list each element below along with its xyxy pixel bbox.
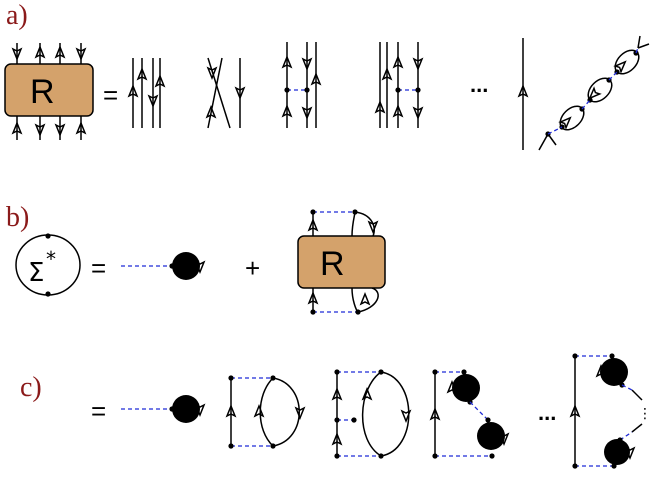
vertical-ellipsis: ⋮ — [638, 406, 652, 422]
term-a1-free-lines — [128, 58, 165, 128]
r-vertex-box: R — [4, 43, 94, 140]
term-c5-bubble-chain: ⋮ — [570, 353, 652, 469]
plus-sign: + — [245, 253, 260, 283]
term-c4-double-bubble — [430, 369, 509, 459]
sigma-symbol: Σ — [28, 258, 44, 288]
term-c1-hartree — [121, 395, 205, 423]
term-c3-ladder-bubble — [332, 369, 411, 459]
term-a5-bubble-chain — [518, 35, 650, 151]
term-a4-ladder-exchange — [375, 42, 423, 128]
r-box-label-b: R — [320, 245, 345, 283]
term-c2-exchange-bubble — [226, 375, 305, 449]
term-a2-crossed-lines — [206, 57, 245, 129]
self-energy-blob: Σ * — [15, 233, 81, 297]
equals-sign-a: = — [103, 80, 118, 110]
r-box-label: R — [30, 73, 55, 111]
equals-sign-c: = — [91, 396, 106, 426]
ellipsis-c: ... — [538, 400, 556, 425]
panel-label-c: c) — [20, 372, 42, 403]
panel-label-b: b) — [6, 202, 29, 233]
ellipsis-a: ... — [470, 72, 488, 97]
panel-label-a: a) — [6, 0, 28, 31]
term-b2-r-closed: R — [297, 209, 386, 315]
equals-sign-b: = — [91, 253, 106, 283]
sigma-star: * — [46, 247, 56, 271]
term-b1-hartree — [121, 252, 205, 280]
term-a3-ladder-one-rung — [282, 42, 321, 128]
